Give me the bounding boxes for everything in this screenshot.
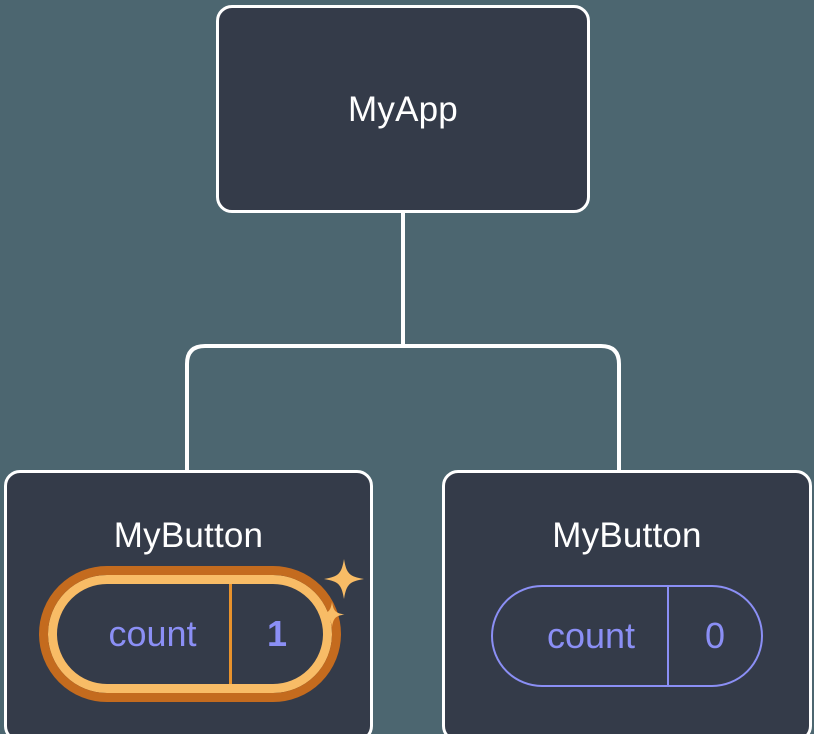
node-mybutton-left-title: MyButton xyxy=(113,516,264,555)
state-pill-right[interactable]: count 0 xyxy=(491,585,763,687)
state-pill-left-value: 1 xyxy=(228,584,323,684)
sparkle-large-icon xyxy=(323,559,364,599)
state-pill-right-key: count xyxy=(546,615,636,656)
state-pill-right-wrapper: count 0 xyxy=(491,585,763,687)
node-mybutton-right[interactable]: MyButton count 0 xyxy=(442,470,812,734)
state-pill-left[interactable]: count 1 xyxy=(38,566,341,702)
node-mybutton-right-title: MyButton xyxy=(552,516,702,555)
edge-split-bar xyxy=(185,344,621,472)
state-pill-right-value: 0 xyxy=(667,587,761,685)
state-pill-left-wrapper: count 1 xyxy=(38,559,364,702)
node-myapp[interactable]: MyApp xyxy=(216,5,590,213)
node-myapp-title: MyApp xyxy=(348,89,458,129)
node-mybutton-left[interactable]: MyButton count 1 xyxy=(4,470,373,734)
state-pill-left-key: count xyxy=(108,613,197,654)
